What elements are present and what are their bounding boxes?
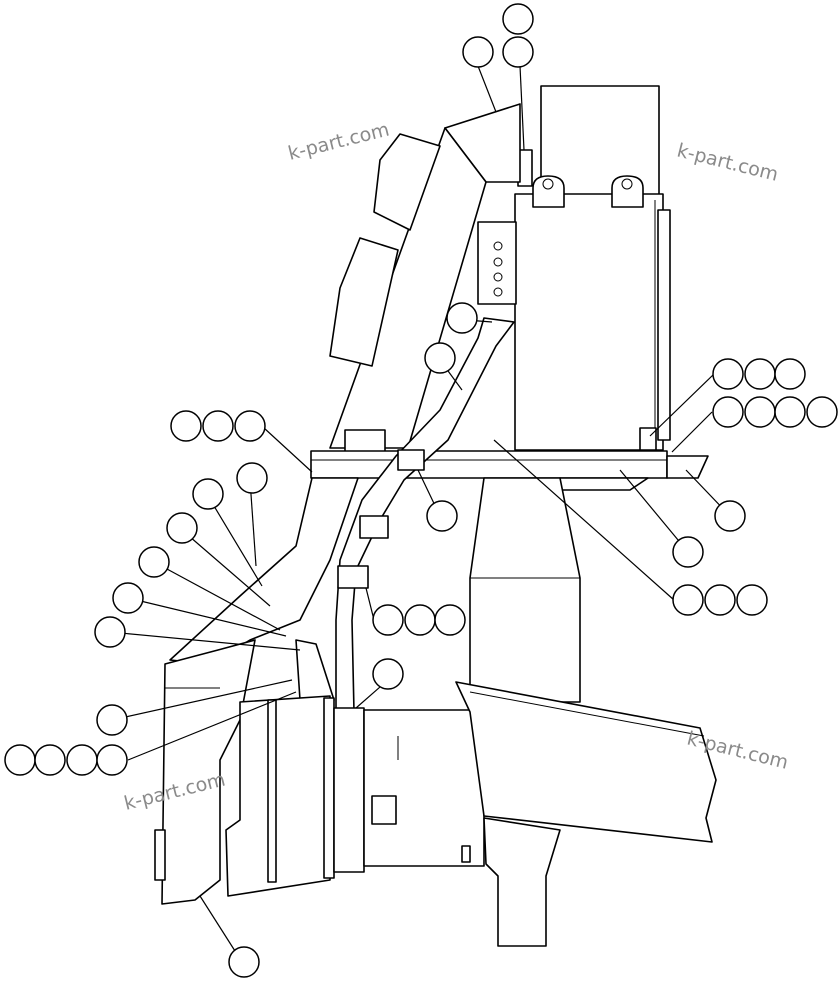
callout-bubble	[446, 302, 478, 334]
callout-bubbles	[4, 3, 838, 978]
callout-bubble	[96, 704, 128, 736]
callout-bubble	[96, 744, 128, 776]
callout-bubble	[34, 744, 66, 776]
callout-bubble	[806, 396, 838, 428]
callout-bubble	[166, 512, 198, 544]
callout-bubble	[202, 410, 234, 442]
inclined-housing	[329, 103, 521, 453]
callout-bubble	[462, 36, 494, 68]
callout-bubble	[712, 396, 744, 428]
callout-bubble	[434, 604, 466, 636]
lower-left-cabinet	[154, 639, 256, 905]
callout-bubble	[714, 500, 746, 532]
watermark-text: k-part.com	[286, 118, 392, 164]
callout-bubble	[94, 616, 126, 648]
callout-bubble	[744, 396, 776, 428]
watermark-text: k-part.com	[675, 140, 781, 186]
callout-bubble	[192, 478, 224, 510]
callout-bubble	[170, 410, 202, 442]
callout-bubble	[138, 546, 170, 578]
callout-bubble	[228, 946, 260, 978]
drum-assembly	[225, 695, 485, 897]
callout-bubble	[234, 410, 266, 442]
callout-bubble	[704, 584, 736, 616]
callout-bubble	[4, 744, 36, 776]
callout-bubble	[372, 604, 404, 636]
callout-bubble	[502, 36, 534, 68]
callout-bubble	[372, 658, 404, 690]
callout-bubble	[712, 358, 744, 390]
callout-bubble	[66, 744, 98, 776]
callout-bubble	[236, 462, 268, 494]
callout-bubble	[502, 3, 534, 35]
callout-bubble	[672, 536, 704, 568]
support-beam	[310, 450, 709, 491]
electrical-cabinet	[477, 85, 671, 451]
callout-bubble	[424, 342, 456, 374]
callout-bubble	[774, 358, 806, 390]
callout-bubble	[744, 358, 776, 390]
callout-bubble	[672, 584, 704, 616]
central-chute	[469, 477, 581, 703]
callout-bubble	[112, 582, 144, 614]
callout-bubble	[736, 584, 768, 616]
callout-bubble	[774, 396, 806, 428]
callout-bubble	[404, 604, 436, 636]
callout-bubble	[426, 500, 458, 532]
conveyor	[455, 681, 717, 947]
